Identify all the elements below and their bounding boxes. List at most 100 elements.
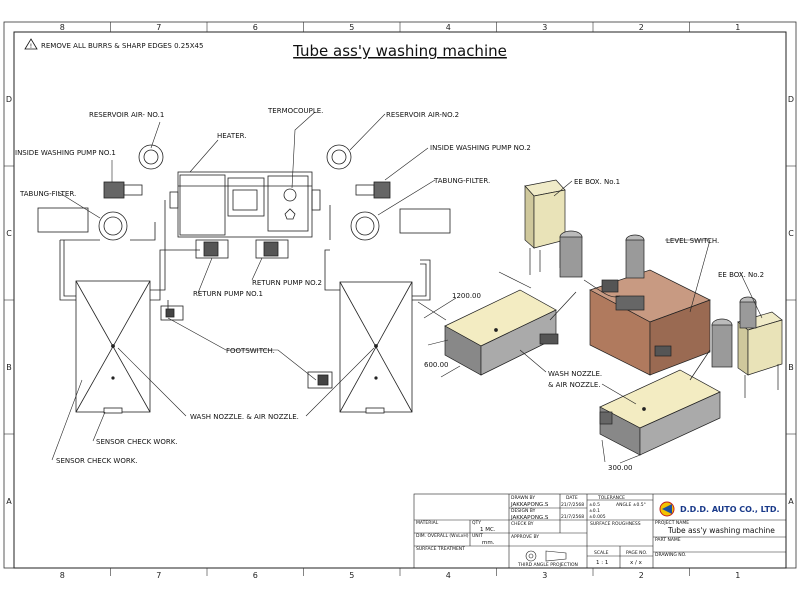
right-row-marker: C <box>788 229 794 238</box>
bottom-col-marker: 5 <box>349 571 354 580</box>
left-row-marker: D <box>6 95 12 104</box>
tb-scale: 1 : 1 <box>596 560 608 566</box>
page-title: Tube ass'y washing machine <box>292 42 507 60</box>
tb-design-date: 21/7/2568 <box>561 514 584 520</box>
label-reservoir-air-1: RESERVOIR AIR- NO.1 <box>89 111 164 119</box>
bottom-col-marker: 8 <box>60 571 65 580</box>
tb-drawn-date: 21/7/2568 <box>561 502 584 508</box>
label-footswitch: FOOTSWITCH. <box>226 347 275 355</box>
heater-tank <box>177 171 313 238</box>
svg-text:!: ! <box>30 43 32 50</box>
dim-300: 300.00 <box>608 464 633 472</box>
label-return-pump-1: RETURN PUMP NO.1 <box>193 290 263 298</box>
label-wash-nozzle-iso-a: WASH NOZZLE. <box>548 370 602 378</box>
left-side-box <box>37 207 89 233</box>
header-note: REMOVE ALL BURRS & SHARP EDGES 0.25X45 <box>41 42 203 50</box>
tb-design-by: JAKKAPONG.S <box>510 515 549 521</box>
bottom-col-marker: 3 <box>542 571 547 580</box>
top-col-marker: 6 <box>253 23 258 32</box>
label-return-pump-2: RETURN PUMP NO.2 <box>252 279 322 287</box>
top-col-marker: 1 <box>735 23 740 32</box>
tb-check-by-label: CHECK BY <box>511 521 534 527</box>
bottom-col-marker: 1 <box>735 571 740 580</box>
tb-project-name-label: PROJECT NAME <box>655 520 689 526</box>
tb-unit-label: UNIT <box>472 533 483 539</box>
bottom-col-marker: 2 <box>639 571 644 580</box>
left-row-marker: A <box>6 497 12 506</box>
label-termocouple: TERMOCOUPLE. <box>267 107 323 115</box>
right-row-marker: A <box>788 497 794 506</box>
bottom-col-marker: 6 <box>253 571 258 580</box>
top-col-marker: 2 <box>639 23 644 32</box>
label-sensor-check-2: SENSOR CHECK WORK. <box>56 457 138 465</box>
leader-lines-left <box>51 111 436 461</box>
left-row-marker: B <box>6 363 12 372</box>
tb-qty: 1 MC. <box>480 527 496 533</box>
iso-tank-4 <box>739 301 757 329</box>
dim-1200: 1200.00 <box>452 292 481 300</box>
label-reservoir-air-2: RESERVOIR AIR-NO.2 <box>386 111 459 119</box>
ee-box-2 <box>747 319 783 376</box>
top-col-marker: 7 <box>156 23 161 32</box>
tb-part-name-label: PART NAME <box>655 537 681 543</box>
tb-projection: THIRD ANGLE PROJECTION <box>517 562 578 568</box>
return-pump-2 <box>255 239 289 259</box>
termocouple-gauge <box>283 188 297 202</box>
schematic-top-view <box>37 144 451 414</box>
right-row-marker: B <box>788 363 794 372</box>
tb-drawn-by: JAKKAPONG.S <box>510 502 549 508</box>
top-col-marker: 8 <box>60 23 65 32</box>
tb-tol-xxx: ±0.005 <box>589 514 606 520</box>
isometric-view <box>444 179 783 456</box>
left-row-marker: C <box>6 229 12 238</box>
warning-icon: ! <box>24 38 38 50</box>
tb-tol-xx: ±0.1 <box>589 508 600 514</box>
label-ee-box-1: EE BOX. No.1 <box>574 178 620 186</box>
top-col-marker: 4 <box>446 23 451 32</box>
label-inside-pump-1: INSIDE WASHING PUMP NO.1 <box>15 149 116 157</box>
tb-surface-roughness: SURFACE ROUGHNESS <box>590 521 641 527</box>
top-column-markers: 8 7 6 5 4 3 2 1 <box>60 22 740 32</box>
inside-pump-1 <box>103 181 125 199</box>
left-row-markers: D C B A <box>4 95 14 506</box>
top-col-marker: 3 <box>542 23 547 32</box>
reservoir-air-1 <box>138 144 164 170</box>
tb-tol-x: ±0.5 <box>589 502 600 508</box>
tb-project-name: Tube ass'y washing machine <box>667 526 775 535</box>
label-heater: HEATER. <box>217 132 246 140</box>
tb-approve-by-label: APPROVE BY <box>511 534 539 540</box>
tb-material-label: MATERIAL <box>416 520 439 526</box>
label-wash-nozzle-left: WASH NOZZLE. & AIR NOZZLE. <box>190 413 299 421</box>
tb-page: x / x <box>630 560 643 566</box>
tb-surface-treatment-label: SURFACE TREATMENT <box>416 546 465 552</box>
inside-pump-2 <box>373 181 391 199</box>
top-col-marker: 5 <box>349 23 354 32</box>
tb-unit: mm. <box>482 540 495 546</box>
tb-drawing-no-label: DRAWING NO. <box>655 552 686 558</box>
dim-600: 600.00 <box>424 361 449 369</box>
label-tabung-filter-left: TABUNG-FILTER. <box>19 190 76 198</box>
footswitch-right <box>307 371 333 389</box>
bottom-col-marker: 4 <box>446 571 451 580</box>
tabung-filter-left <box>98 211 128 241</box>
tb-date-label: DATE <box>566 495 578 501</box>
tb-angle: ANGLE ±0.5° <box>616 502 646 508</box>
iso-tank-2 <box>625 239 645 279</box>
label-ee-box-2: EE BOX. No.2 <box>718 271 764 279</box>
label-tabung-filter-right: TABUNG-FILTER. <box>433 177 490 185</box>
label-sensor-check-1: SENSOR CHECK WORK. <box>96 438 178 446</box>
tb-company: D.D.D. AUTO CO., LTD. <box>680 505 780 514</box>
iso-tank-1 <box>559 236 583 278</box>
tb-drawn-by-label: DRAWN BY <box>511 495 535 501</box>
tb-design-by-label: DESIGN BY <box>511 508 536 514</box>
right-side-box <box>399 208 451 234</box>
iso-tank-3 <box>711 324 733 368</box>
tb-page-label: PAGE NO. <box>626 550 647 556</box>
tb-dim-overall-label: DIM. OVERALL (WxLxH) <box>416 533 469 539</box>
label-level-switch: LEVEL SWITCH. <box>666 237 719 245</box>
tb-qty-label: QTY <box>472 520 481 526</box>
